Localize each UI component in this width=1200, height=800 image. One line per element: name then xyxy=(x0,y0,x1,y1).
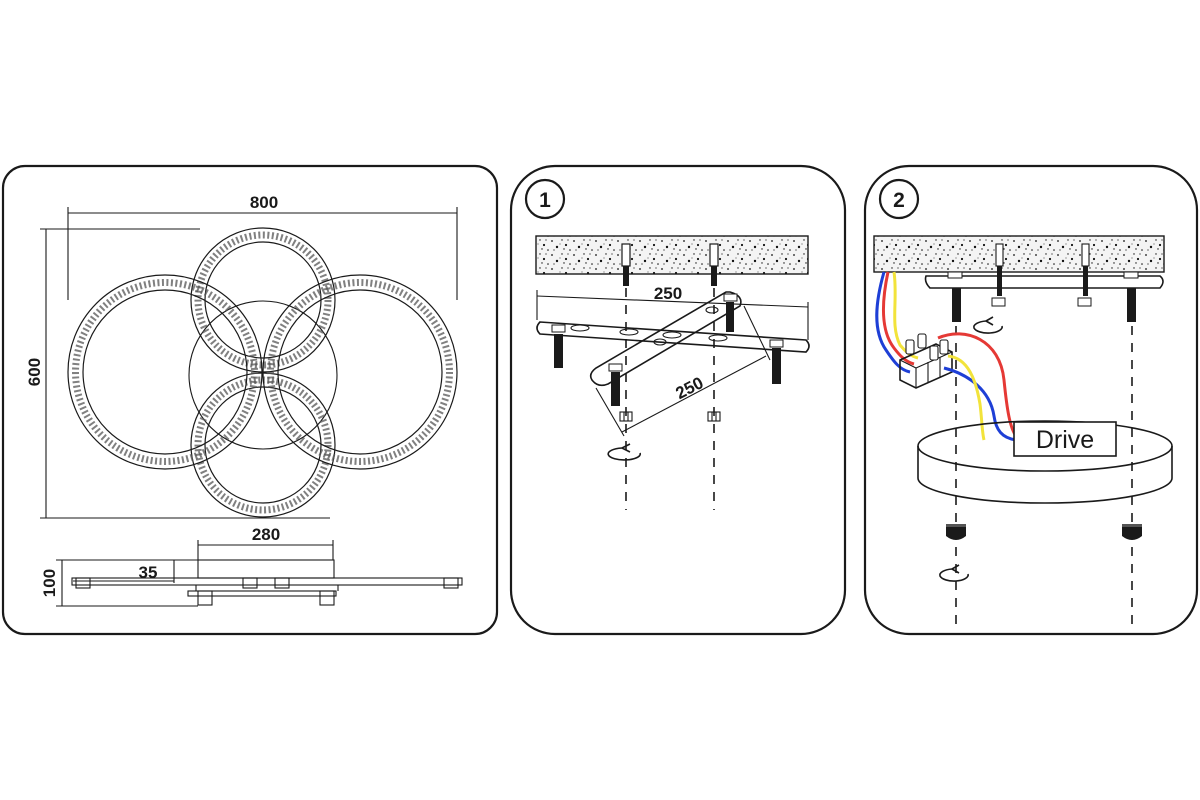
step2-panel: 2 xyxy=(863,164,1199,636)
base-dimension: 280 xyxy=(197,525,334,560)
step1-badge: 1 xyxy=(524,178,566,220)
side-profile xyxy=(71,559,463,606)
height-label: 600 xyxy=(25,358,44,386)
offset-label: 35 xyxy=(139,563,158,582)
drive-label: Drive xyxy=(1036,426,1094,454)
rotate-arrow-icon xyxy=(607,443,641,461)
step1-panel: 1 250 xyxy=(509,164,847,636)
spacing-dimension-a: 250 xyxy=(536,284,809,340)
height-dimension: 600 xyxy=(25,228,330,519)
screw-icon xyxy=(621,243,719,286)
rotate-arrow-icon xyxy=(973,316,1003,334)
cross-bracket xyxy=(536,291,810,406)
spacing-label-a: 250 xyxy=(654,284,682,303)
driver-wires xyxy=(937,332,1018,442)
depth-label: 100 xyxy=(40,569,59,597)
step1-number: 1 xyxy=(539,189,551,212)
offset-dimension: 35 xyxy=(73,560,175,583)
center-disc xyxy=(188,300,338,450)
cap-nut-icon xyxy=(946,524,1142,540)
ring-right xyxy=(262,274,458,470)
step2-number: 2 xyxy=(893,189,905,212)
drive-label-box xyxy=(1013,421,1117,457)
ceiling-icon xyxy=(873,235,1165,273)
width-dimension: 800 xyxy=(67,193,458,300)
terminal-block-icon xyxy=(899,333,953,389)
width-label: 800 xyxy=(250,193,278,212)
base-label: 280 xyxy=(252,525,280,544)
rotate-arrow-icon xyxy=(939,564,969,582)
driver-unit: Drive xyxy=(917,420,1173,504)
dimensions-panel: 800 600 xyxy=(1,164,499,636)
ceiling-icon xyxy=(535,235,809,275)
mounting-plate xyxy=(924,243,1164,322)
ring-left xyxy=(67,274,263,470)
step2-badge: 2 xyxy=(878,178,920,220)
